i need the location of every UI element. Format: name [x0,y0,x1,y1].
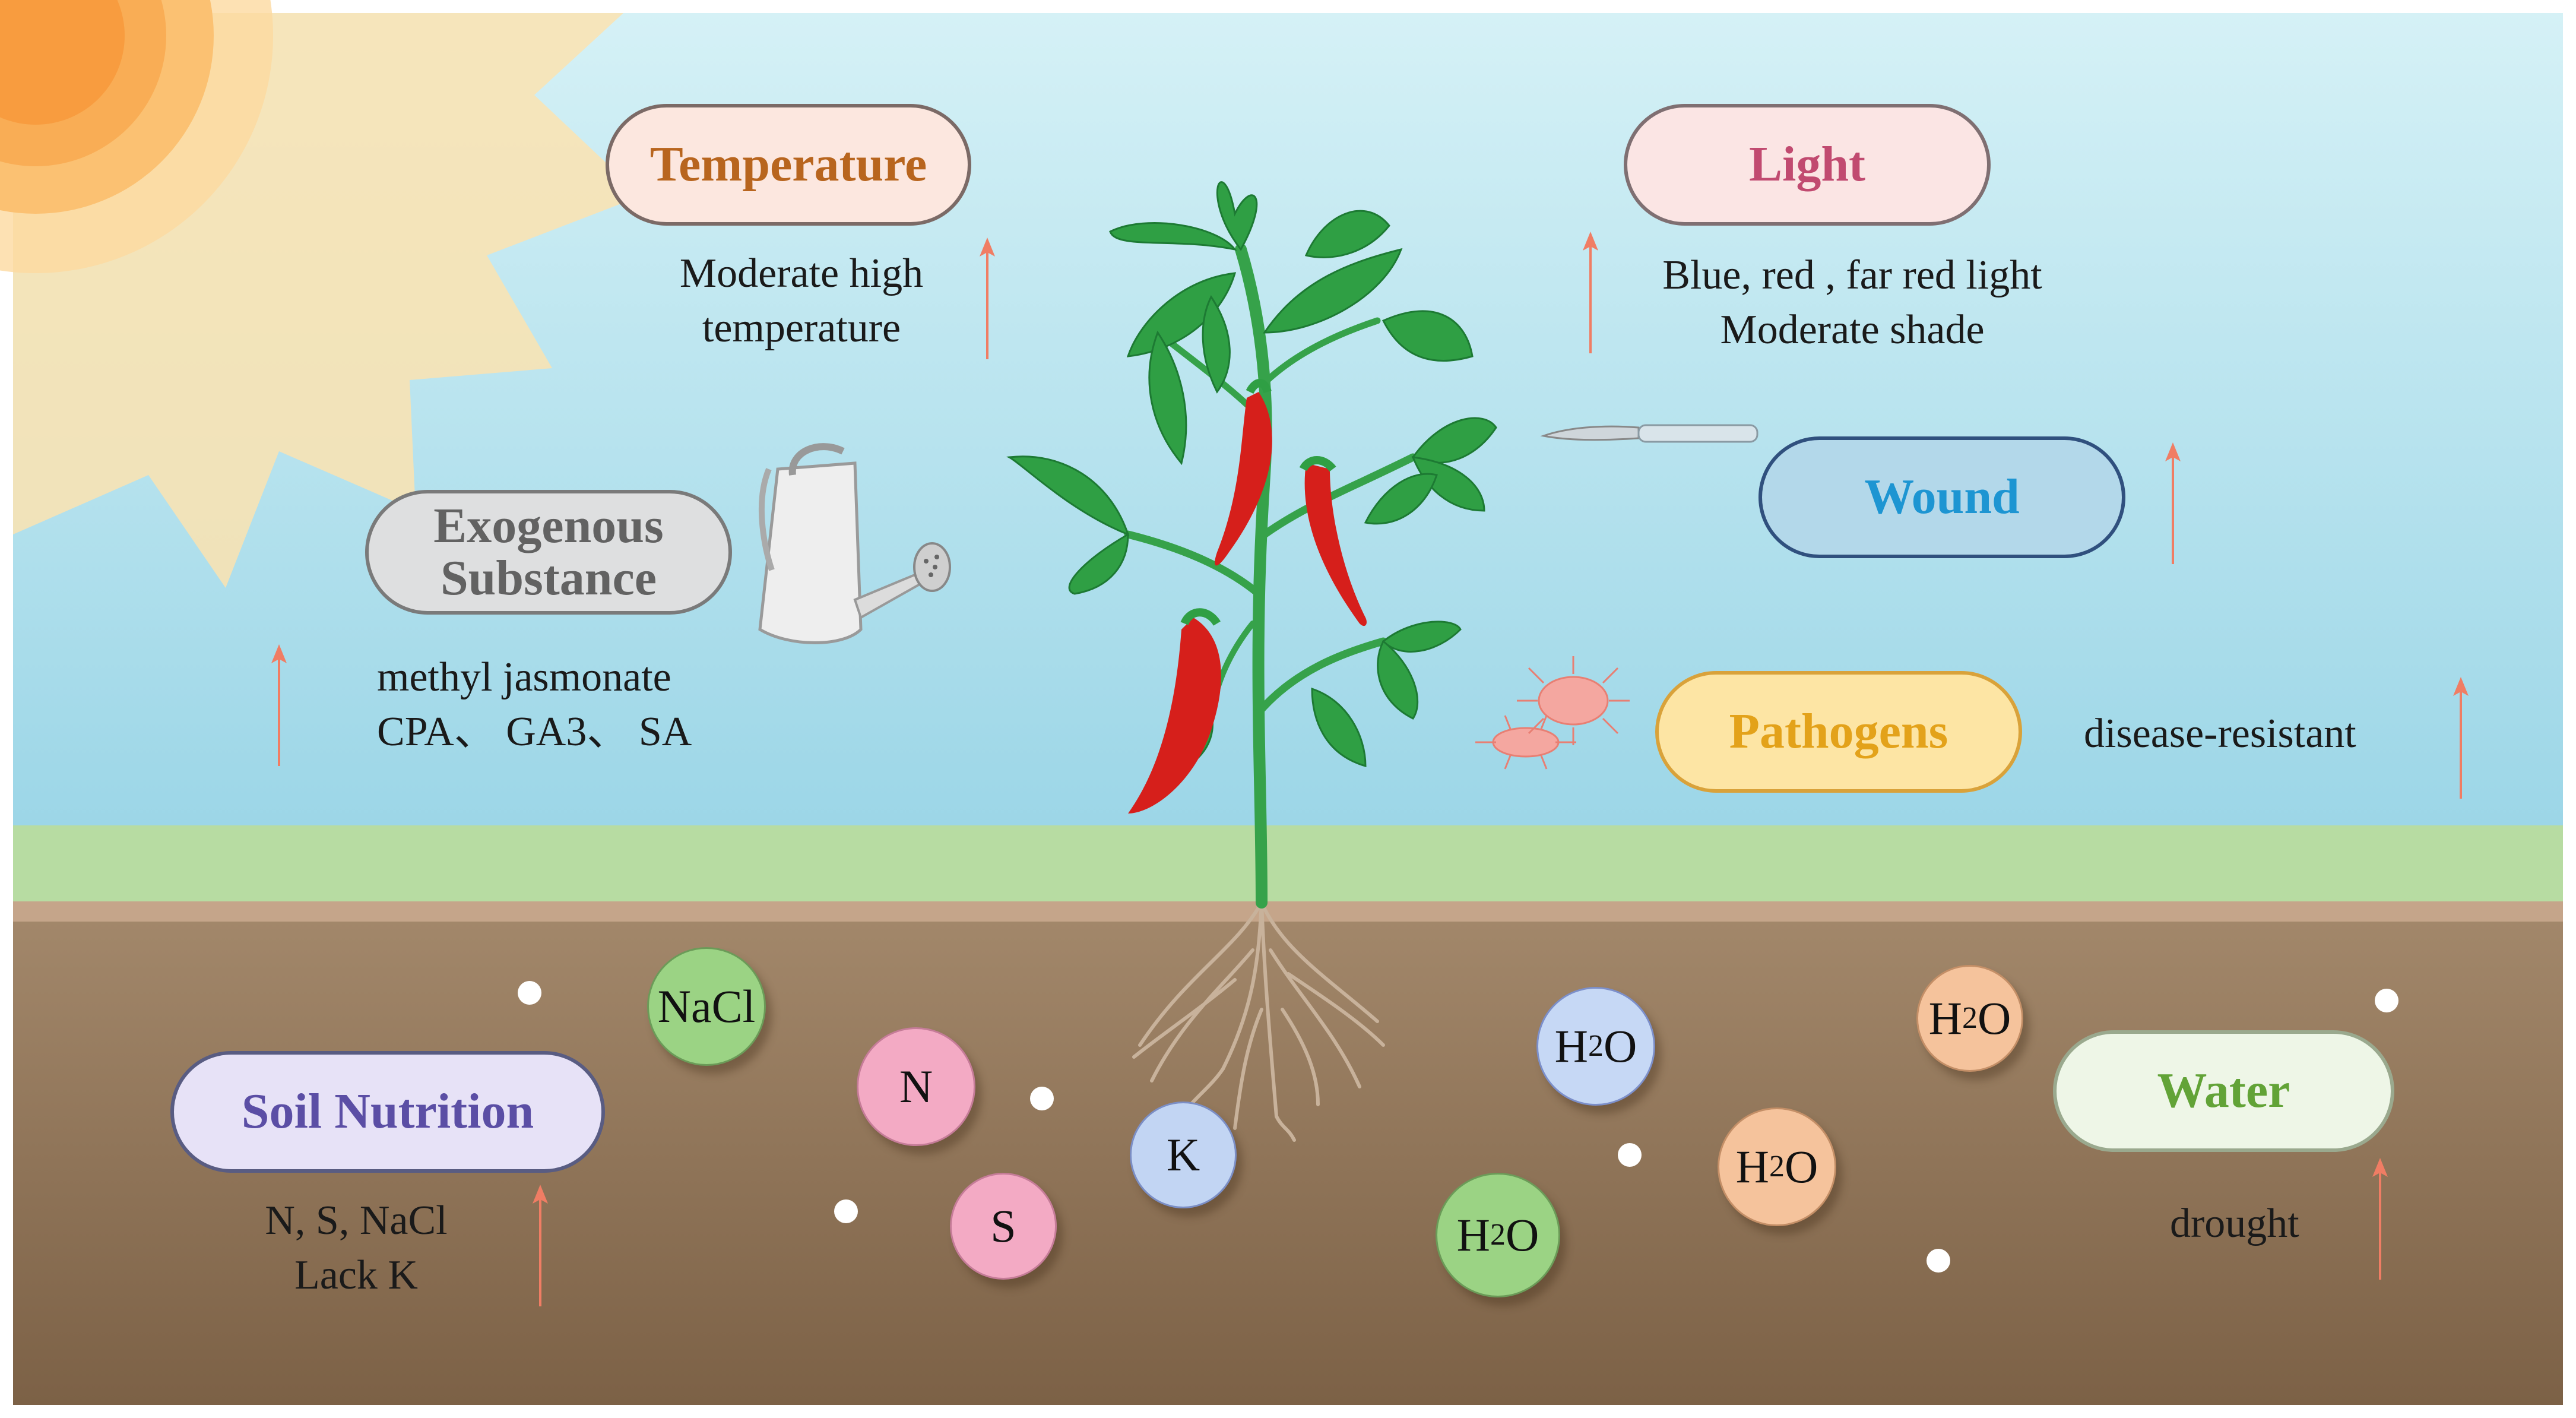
pathogens-note: disease-resistant [2084,711,2356,757]
light-label: Light [1624,104,1991,226]
temperature-label: Temperature [606,104,971,226]
soil-particle [2375,989,2398,1012]
n-bubble: N [857,1027,975,1146]
water-note: drought [2170,1201,2299,1246]
up-arrow-icon [2453,677,2469,799]
chili-peppers [1128,379,1367,814]
soil-particle [1618,1143,1642,1167]
up-arrow-icon [2372,1158,2388,1280]
soil-particle [1030,1087,1054,1110]
up-arrow-icon [2165,442,2181,564]
grass-band [13,825,2563,901]
light-note: Blue, red , far red light Moderate shade [1662,252,2042,353]
pathogens-label: Pathogens [1655,671,2022,793]
up-arrow-icon [1583,232,1598,353]
soil-particle [518,981,541,1005]
scalpel-icon [1540,424,1758,443]
exogenous-substance-note: methyl jasmonate CPA、 GA3、 SA [377,654,692,755]
up-arrow-icon [533,1185,548,1306]
nacl-bubble: NaCl [647,947,766,1066]
soil-edge [13,901,2563,924]
soil-nutrition-note: N, S, NaCl Lack K [265,1198,448,1298]
up-arrow-icon [271,644,287,766]
soil-nutrition-label: Soil Nutrition [170,1051,605,1173]
wound-label: Wound [1758,436,2125,558]
temperature-note: Moderate high temperature [679,251,924,351]
water-label: Water [2053,1030,2394,1152]
up-arrow-icon [980,238,995,359]
watering-can-icon [758,443,951,644]
sun-icon [0,0,641,588]
soil-particle [1927,1249,1950,1273]
s-bubble: S [950,1173,1057,1280]
k-bubble: K [1130,1102,1237,1208]
pathogen-icon [1475,656,1630,770]
exogenous-substance-label: Exogenous Substance [365,490,732,615]
soil-particle [834,1199,858,1223]
